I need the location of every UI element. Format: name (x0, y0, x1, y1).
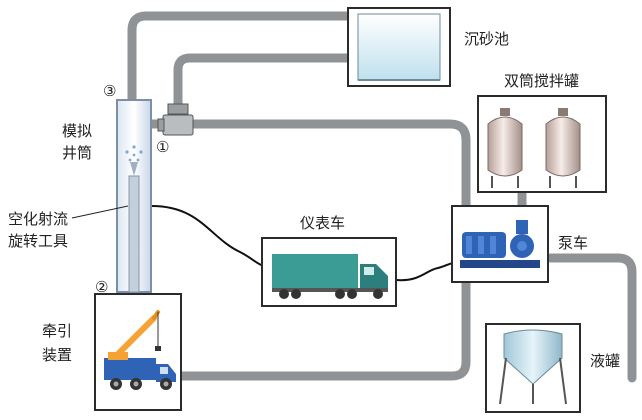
sand-settling-tank (347, 7, 451, 87)
marker-3: ③ (103, 82, 116, 100)
simulated-wellbore (116, 99, 152, 293)
signal-cable-pump (395, 261, 459, 282)
liquid-tank-label: 液罐 (590, 352, 620, 370)
liquid-tank (485, 323, 581, 413)
tool-leader-line (71, 205, 129, 219)
pipe-pump-to-liquid-tank (545, 253, 637, 383)
control-valve (157, 103, 194, 136)
wellbore-label-line2: 井筒 (62, 144, 92, 162)
traction-label-line1: 牵引 (42, 322, 72, 340)
tool-label-line1: 空化射流 (8, 210, 68, 228)
agitator-tank-right (545, 108, 581, 188)
piping-network (127, 11, 637, 383)
traction-label-line2: 装置 (42, 346, 72, 364)
tool-label-line2: 旋转工具 (8, 232, 68, 250)
instrument-truck (261, 237, 397, 307)
signal-cable-well (151, 205, 265, 267)
pipe-valve-to-sand-tank (173, 53, 353, 113)
wellbore-label-line1: 模拟 (62, 122, 92, 140)
instrument-truck-label: 仪表车 (300, 214, 345, 232)
twin-mixing-tanks (477, 95, 607, 193)
pipe-well-to-pump (145, 119, 471, 210)
pipe-well-to-sand-tank (127, 11, 353, 105)
traction-device (94, 293, 182, 411)
sand-tank-label: 沉砂池 (464, 30, 509, 48)
pump-truck-label: 泵车 (558, 234, 588, 252)
marker-1: ① (156, 138, 169, 156)
marker-2: ② (95, 278, 108, 296)
agitator-tank-left (487, 108, 523, 188)
pipe-traction-to-pump (177, 277, 471, 381)
jet-spray (125, 145, 143, 162)
mixing-tanks-label: 双筒搅拌罐 (504, 72, 579, 90)
pump-truck (451, 205, 549, 283)
